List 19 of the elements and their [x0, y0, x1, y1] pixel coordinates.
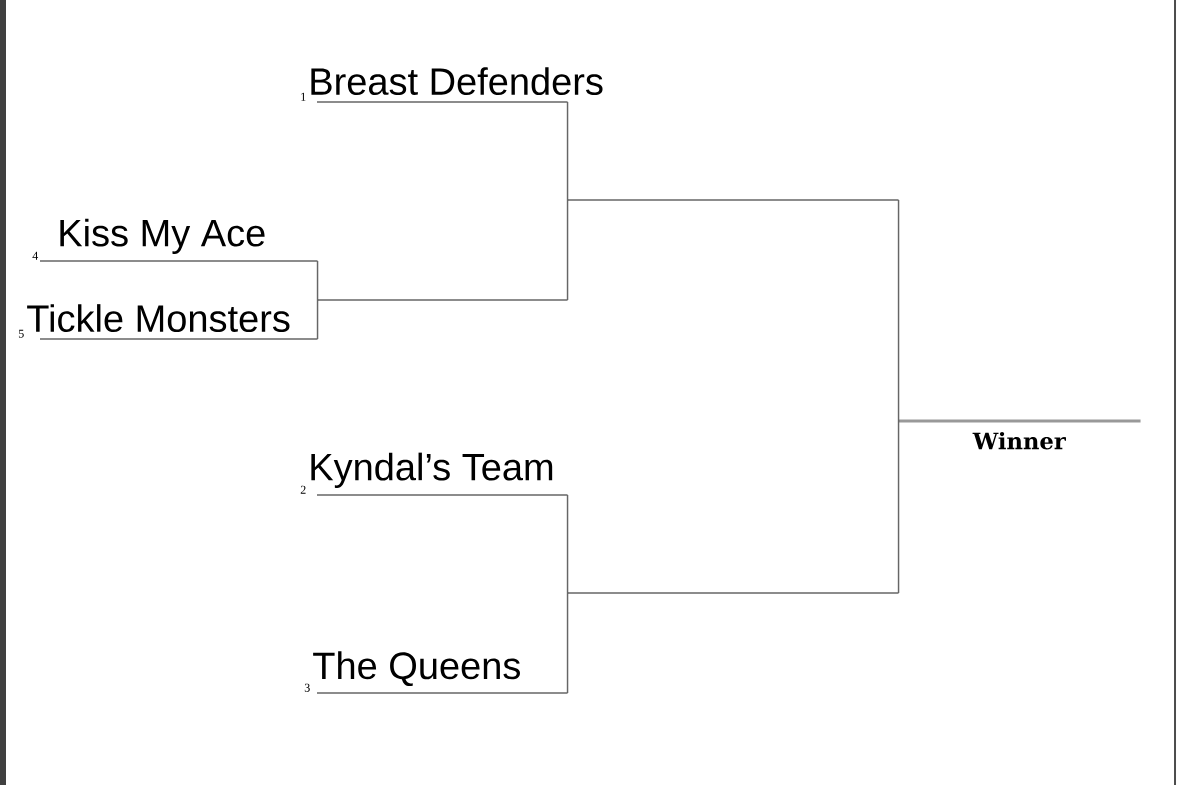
team-slot: Breast Defenders [311, 67, 603, 103]
seed-number: 4 [32, 251, 39, 260]
bracket-line [566, 592, 569, 694]
team-slot: Kiss My Ace [39, 218, 319, 262]
bracket-line [566, 101, 569, 201]
bracket-line [897, 420, 900, 594]
bracket-line [566, 494, 569, 594]
bracket-line [316, 260, 319, 301]
seed-number: 2 [300, 485, 306, 494]
team-slot: Tickle Monsters [27, 304, 319, 340]
team-slot: The Queens [313, 651, 569, 694]
bracket-line [897, 199, 900, 422]
seed-number: 1 [301, 92, 306, 101]
seed-number: 3 [304, 683, 310, 692]
bracket-line [566, 199, 569, 301]
winner-slot: Winner [898, 419, 1141, 450]
team-slot: Kyndal’s Team [311, 452, 569, 496]
bracket-line [316, 299, 319, 340]
seed-number: 5 [18, 329, 24, 338]
